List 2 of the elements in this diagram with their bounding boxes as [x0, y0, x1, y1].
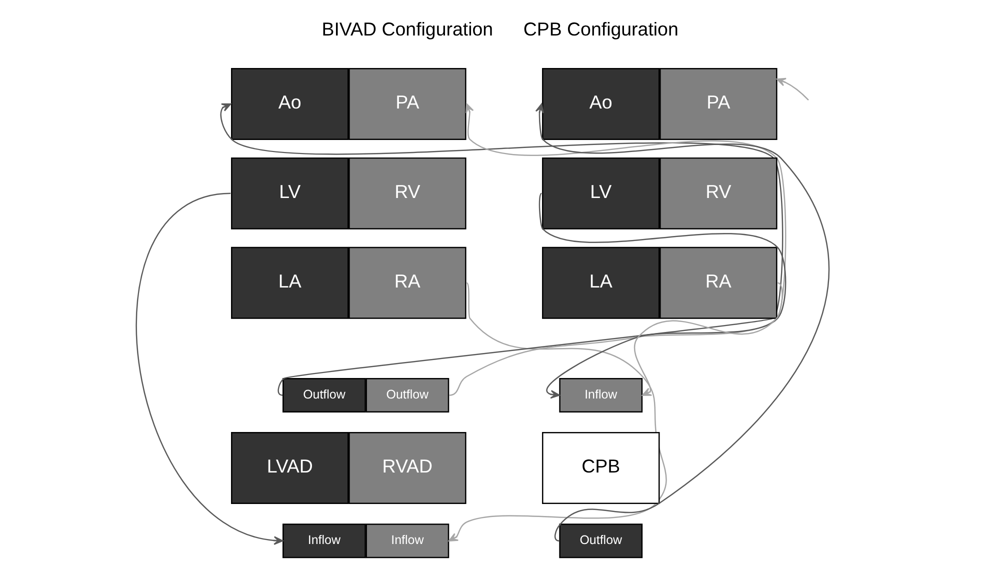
label: CPB Configuration: [523, 18, 678, 40]
label: BIVAD Configuration: [322, 18, 494, 40]
